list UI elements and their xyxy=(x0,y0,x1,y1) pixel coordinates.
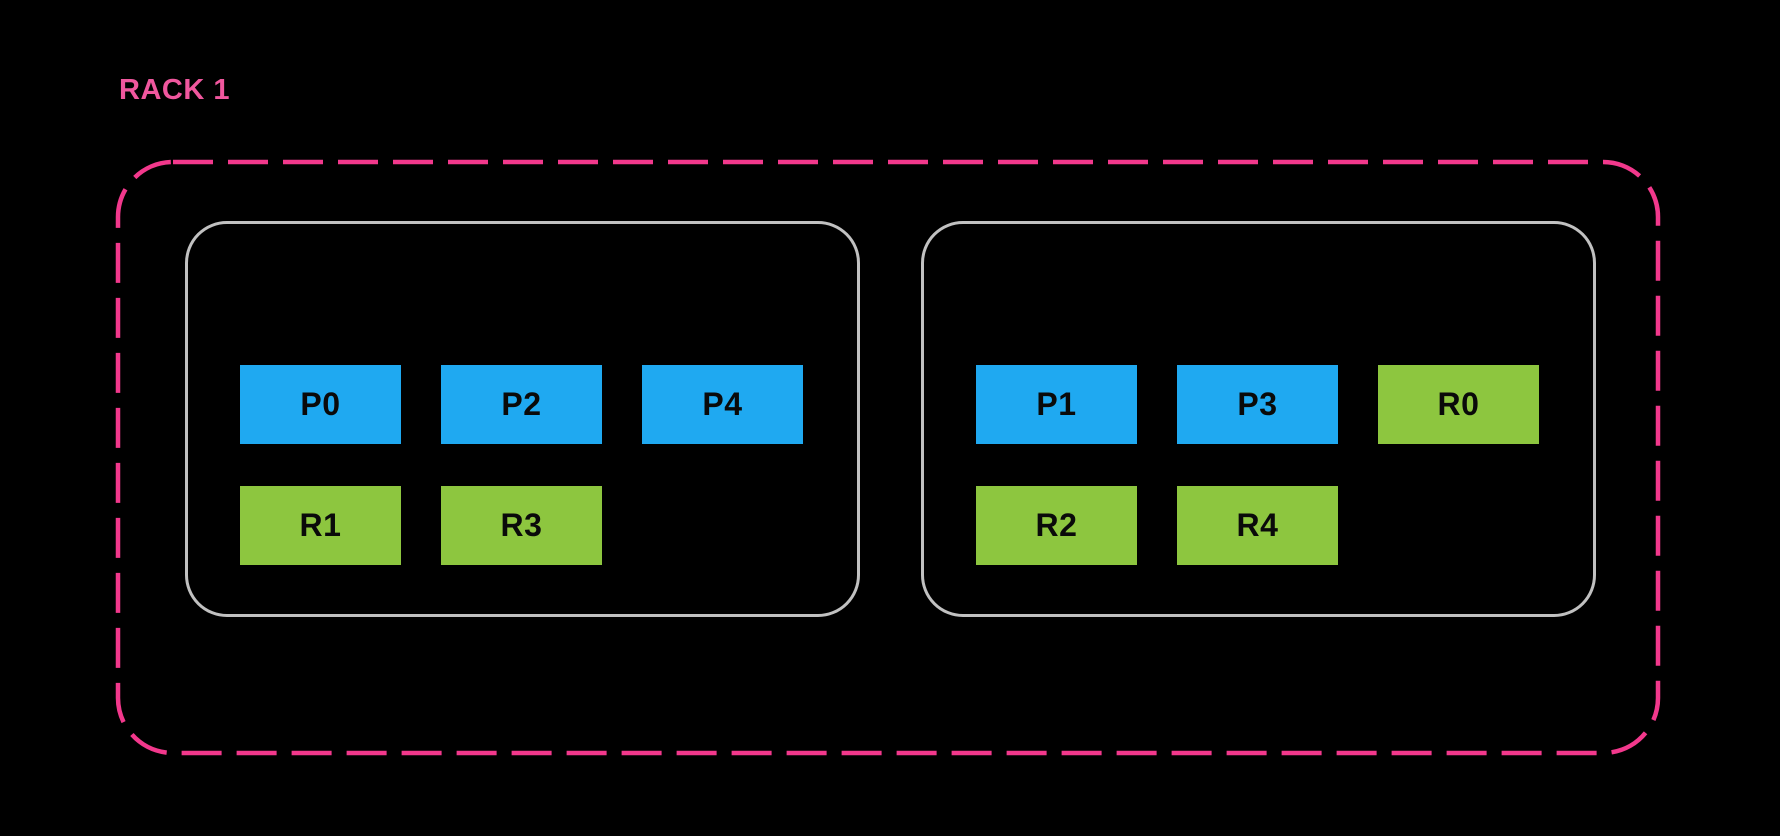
slot-p2: P2 xyxy=(441,365,602,444)
slot-r2: R2 xyxy=(976,486,1137,565)
rack-boundary-rect xyxy=(115,159,1661,756)
slot-p3: P3 xyxy=(1177,365,1338,444)
slot-p1: P1 xyxy=(976,365,1137,444)
slot-r3: R3 xyxy=(441,486,602,565)
slot-p4: P4 xyxy=(642,365,803,444)
slot-r4: R4 xyxy=(1177,486,1338,565)
rack-title: RACK 1 xyxy=(119,74,230,106)
slot-p0: P0 xyxy=(240,365,401,444)
slot-r0: R0 xyxy=(1378,365,1539,444)
slot-r1: R1 xyxy=(240,486,401,565)
